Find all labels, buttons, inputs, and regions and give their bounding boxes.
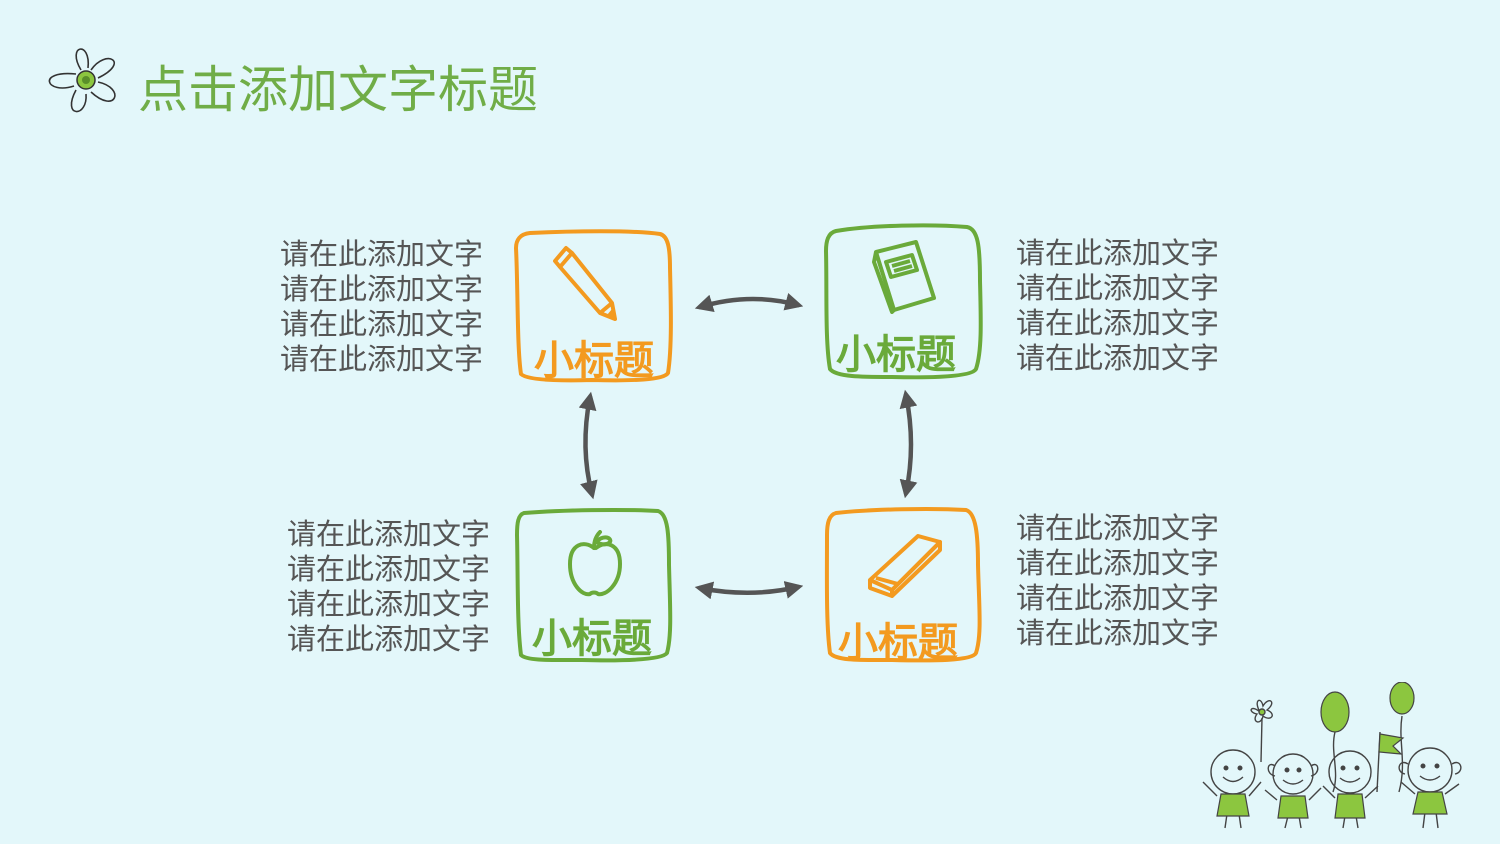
box-frame-top-right [823, 223, 983, 380]
pencil-icon [553, 246, 617, 321]
text-line: 请在此添加文字 [1016, 271, 1220, 305]
text-line: 请在此添加文字 [1016, 306, 1220, 340]
text-line: 请在此添加文字 [1016, 546, 1220, 580]
text-line: 请在此添加文字 [1016, 581, 1220, 615]
apple-icon [568, 530, 622, 597]
text-block-bottom-left: 请在此添加文字 请在此添加文字 请在此添加文字 请在此添加文字 [287, 517, 490, 657]
text-line: 请在此添加文字 [287, 552, 491, 586]
text-line: 请在此添加文字 [1016, 236, 1220, 270]
box-frame-bottom-right [824, 507, 982, 663]
box-title-bottom-right: 小标题 [838, 620, 958, 666]
arrow-top-horizontal [694, 293, 804, 313]
box-title-top-left: 小标题 [534, 338, 654, 384]
box-frame-top-left [513, 229, 673, 383]
eraser-icon [868, 534, 942, 598]
text-line: 请在此添加文字 [280, 272, 484, 306]
flower-logo-icon [48, 48, 116, 113]
text-line: 请在此添加文字 [1016, 341, 1220, 375]
text-line: 请在此添加文字 [1016, 616, 1220, 650]
box-title-bottom-left: 小标题 [532, 616, 652, 662]
kids-illustration-icon [1202, 682, 1462, 829]
text-line: 请在此添加文字 [280, 342, 484, 376]
page-title: 点击添加文字标题 [138, 61, 538, 119]
box-frame-bottom-left [514, 507, 673, 663]
text-line: 请在此添加文字 [280, 237, 484, 271]
text-line: 请在此添加文字 [287, 587, 491, 621]
text-line: 请在此添加文字 [287, 622, 491, 656]
text-line: 请在此添加文字 [280, 307, 484, 341]
arrow-bottom-horizontal [694, 581, 804, 600]
arrow-right-vertical [899, 389, 918, 499]
box-title-top-right: 小标题 [836, 332, 956, 378]
text-block-top-right: 请在此添加文字 请在此添加文字 请在此添加文字 请在此添加文字 [1016, 236, 1219, 376]
arrow-left-vertical [578, 391, 598, 500]
text-block-bottom-right: 请在此添加文字 请在此添加文字 请在此添加文字 请在此添加文字 [1016, 511, 1219, 651]
text-block-top-left: 请在此添加文字 请在此添加文字 请在此添加文字 请在此添加文字 [280, 237, 483, 377]
book-icon [872, 240, 936, 314]
text-line: 请在此添加文字 [1016, 511, 1220, 545]
text-line: 请在此添加文字 [287, 517, 491, 551]
